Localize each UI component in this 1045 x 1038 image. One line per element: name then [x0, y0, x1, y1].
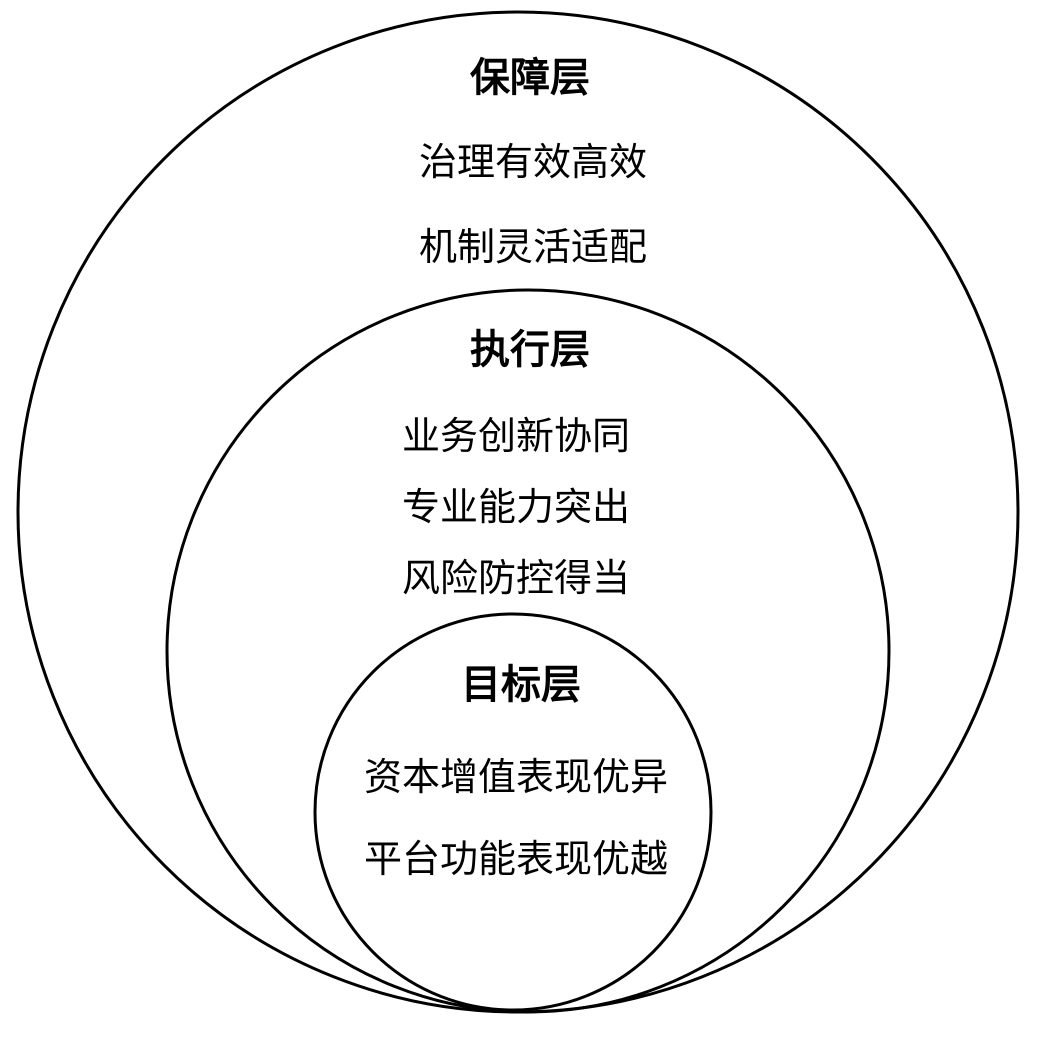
outer-layer-item: 机制灵活适配 — [418, 225, 648, 269]
middle-layer-item: 业务创新协同 — [401, 414, 631, 458]
middle-circle-execution-layer — [165, 288, 891, 1014]
middle-layer-item: 风险防控得当 — [401, 556, 631, 600]
inner-layer-title: 目标层 — [461, 661, 581, 708]
inner-layer-item: 平台功能表现优越 — [363, 837, 669, 881]
inner-layer-item: 资本增值表现优异 — [363, 755, 669, 799]
outer-layer-item: 治理有效高效 — [418, 140, 648, 184]
outer-layer-title: 保障层 — [470, 54, 590, 101]
inner-circle-goal-layer — [313, 612, 713, 1012]
middle-layer-item: 专业能力突出 — [401, 485, 631, 529]
middle-layer-title: 执行层 — [470, 326, 590, 373]
